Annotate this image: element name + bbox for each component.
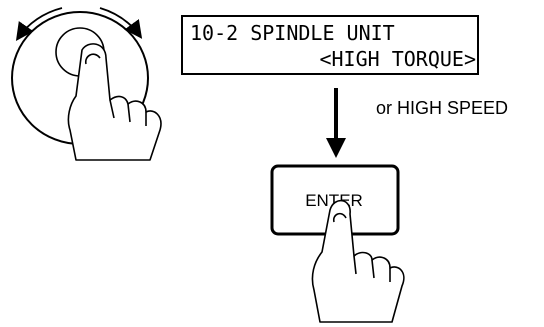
enter-button[interactable]: ENTER — [270, 164, 400, 236]
display-line-1: 10-2 SPINDLE UNIT — [190, 21, 395, 45]
lcd-display: 10-2 SPINDLE UNIT <HIGH TORQUE> — [181, 15, 479, 75]
pointing-hand-icon — [311, 199, 405, 323]
alternative-note: or HIGH SPEED — [376, 98, 508, 118]
display-line-2: <HIGH TORQUE> — [319, 47, 476, 71]
pointing-hand-icon — [67, 43, 162, 161]
rotate-arrows-icon — [15, 7, 143, 41]
down-arrow-icon — [326, 88, 346, 158]
